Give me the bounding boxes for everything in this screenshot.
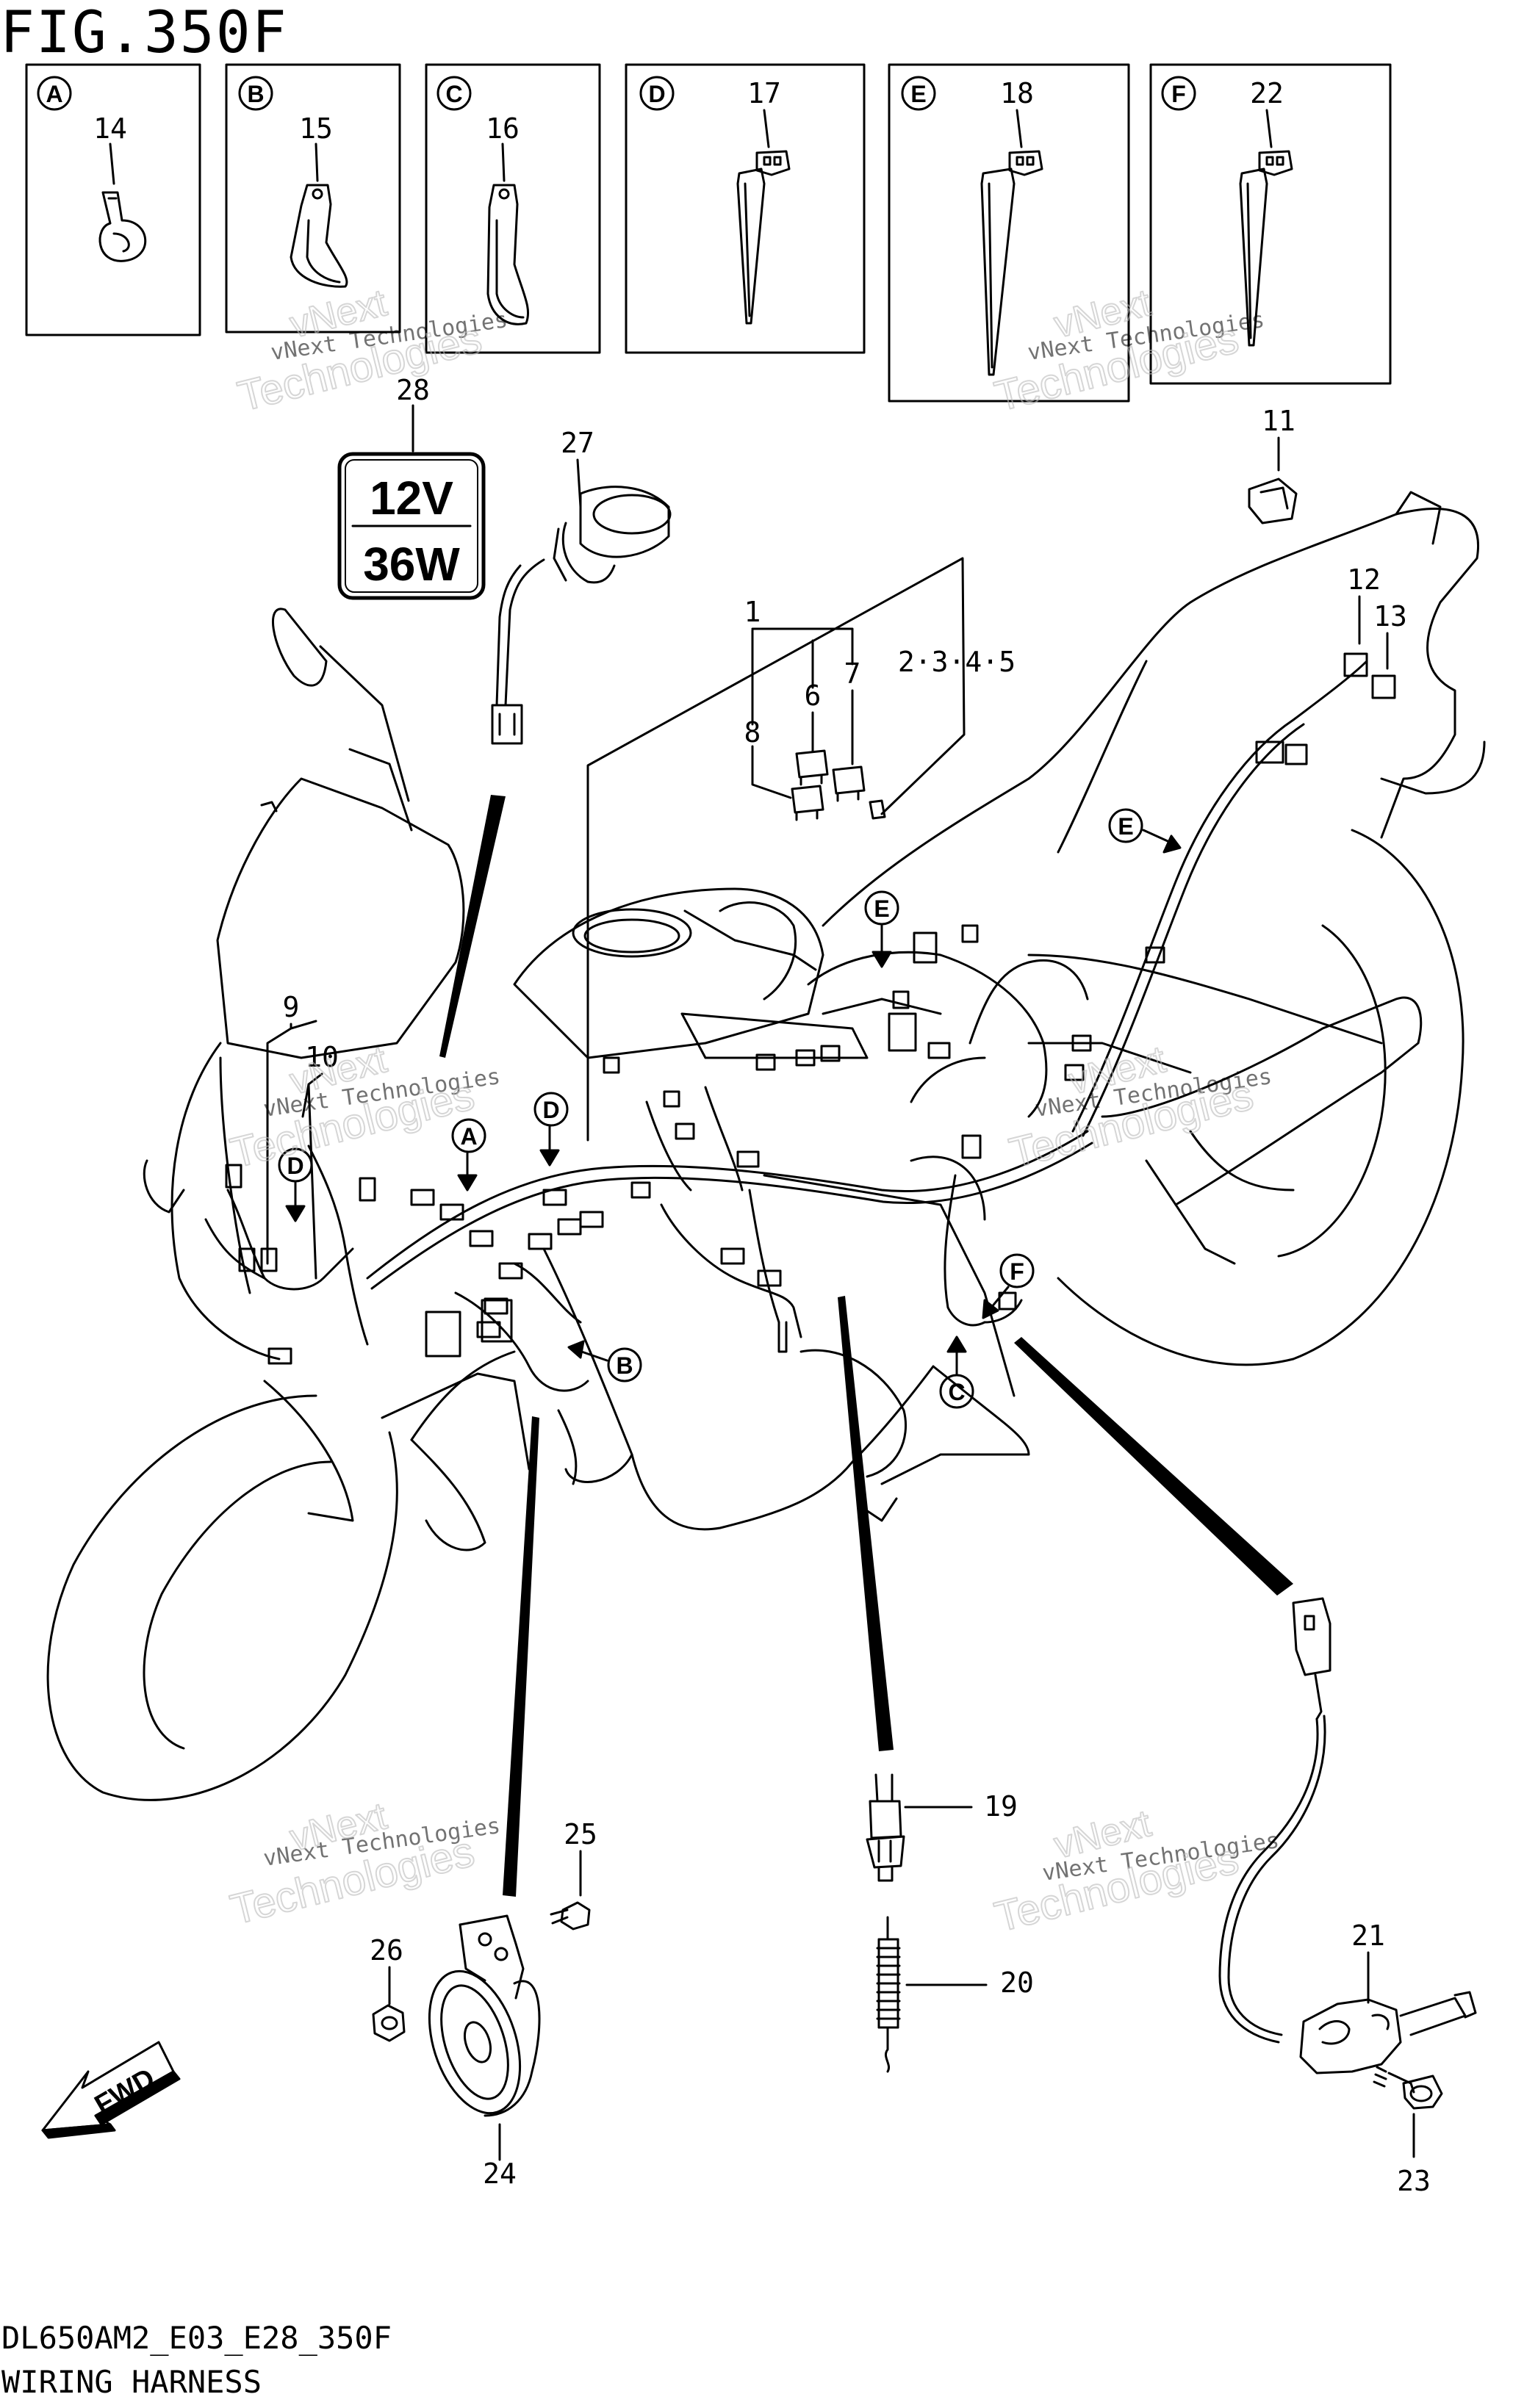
voltage-rating-label: 28 12V 36W [337,374,486,600]
part-number-26: 26 [370,1934,403,1967]
location-marker-e1: E [864,890,899,968]
detail-letter-f: F [1171,81,1186,107]
part-number-17: 17 [747,77,781,109]
part-number-22: 22 [1250,77,1284,109]
location-marker-d1: D [533,1092,569,1167]
part-number-8: 8 [744,716,761,749]
part-number-24: 24 [483,2158,517,2190]
location-marker-c: C [939,1335,974,1409]
model-code: DL650AM2_E03_E28_350F [1,2320,392,2356]
clamp-part-icon [98,191,147,262]
part-number-7: 7 [844,657,861,690]
leader-wedges [439,795,1293,1897]
detail-box-d: D 17 [625,63,866,354]
power-socket-part: 27 [491,427,672,745]
wattage-value: 36W [363,538,460,591]
part-number-19: 19 [984,1790,1018,1823]
part-number-2-3-4-5: 2·3·4·5 [898,646,1016,678]
part-number-18: 18 [1000,77,1034,109]
voltage-value: 12V [370,472,453,525]
relay-icon [791,785,824,821]
location-marker-letter: D [287,1153,303,1179]
part-number-12: 12 [1347,563,1381,596]
part-number-21: 21 [1351,1919,1385,1952]
horn-part-24: 24 [428,1914,541,2190]
bolt-part-25: 25 [550,1818,597,1931]
watermark-outline: Technologies vNext Technologies vNext Te… [225,281,1258,1942]
location-marker-e2: E [1108,808,1182,854]
part-number-23: 23 [1397,2165,1431,2197]
part-number-13: 13 [1373,600,1407,632]
detail-letter-b: B [247,81,264,107]
part-number-15: 15 [299,112,333,145]
location-marker-a: A [451,1118,486,1192]
relay-icon [795,749,829,786]
harness-connectors [225,652,1396,1365]
fuse-icon [869,799,886,820]
location-marker-letter: D [542,1097,559,1123]
location-marker-letter: F [1010,1258,1024,1285]
detail-box-b: B 15 [225,63,401,334]
part-number-10: 10 [305,1041,339,1073]
part-number-16: 16 [486,112,520,145]
cable-tie-part-icon [1239,150,1293,347]
bolt-part-23: 23 [1373,2066,1443,2197]
detail-box-c: C 16 [425,63,601,354]
part-number-6: 6 [805,679,822,712]
part-number-11: 11 [1262,405,1295,437]
sensor-part-21: 21 [1218,1597,1477,2074]
cable-tie-part-icon [736,150,791,325]
part-number-9: 9 [283,991,300,1023]
detail-box-e: E 18 [888,63,1130,403]
band-clamp-part-icon [486,184,530,325]
location-marker-letter: E [874,895,889,922]
relay-callout-group: 1 2·3·4·5 6 7 8 [586,557,1016,1142]
part-number-25: 25 [564,1818,597,1850]
location-marker-letter: C [948,1379,965,1405]
location-marker-letter: A [460,1123,477,1150]
relay-icon [832,765,866,802]
detail-box-f: F 22 [1149,63,1392,385]
section-name: WIRING HARNESS [1,2364,262,2400]
forward-direction-arrow: FWD [41,2041,181,2139]
spring-part-20: 20 [876,1916,1034,2073]
cable-tie-part-icon [980,150,1043,376]
location-marker-d2: D [278,1147,313,1222]
motorcycle-outline [46,491,1486,1801]
figure-title: FIG.350F [0,0,288,66]
part-number-28: 28 [396,374,430,406]
detail-box-a: A 14 [25,63,201,336]
part-number-20: 20 [1000,1967,1034,1999]
switch-part-19: 19 [866,1773,1018,1882]
band-clamp-part-icon [290,184,348,288]
detail-letter-c: C [445,81,462,107]
location-marker-letter: B [616,1352,633,1379]
location-marker-letter: E [1118,813,1133,840]
location-marker-b: B [567,1340,642,1383]
connector-part-11: 11 [1248,405,1298,525]
detail-letter-a: A [46,81,62,107]
part-number-1: 1 [744,596,761,628]
detail-letter-e: E [910,81,926,107]
nut-part-26: 26 [370,1934,406,2042]
wiring-harness-main [204,660,1368,1485]
location-marker-f: F [982,1253,1035,1319]
part-number-14: 14 [93,112,127,145]
part-number-27: 27 [561,427,594,459]
detail-letter-d: D [648,81,665,107]
